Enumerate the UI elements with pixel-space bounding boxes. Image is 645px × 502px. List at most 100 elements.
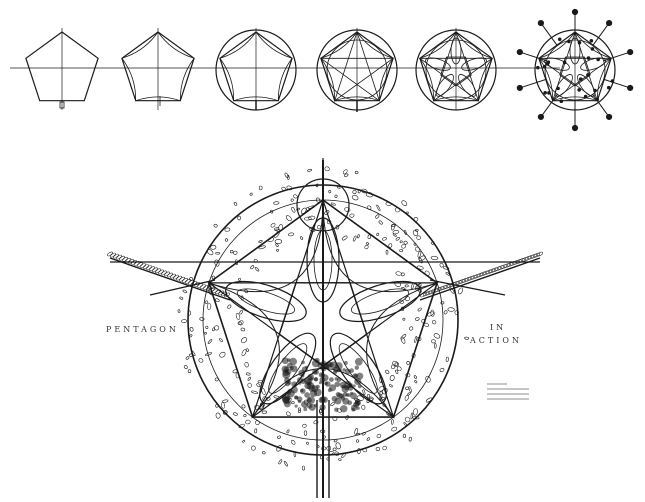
leaf xyxy=(376,205,381,212)
flower-cluster xyxy=(302,366,308,372)
leaf xyxy=(251,390,258,394)
leaf xyxy=(324,166,330,171)
flower-cluster xyxy=(307,396,315,404)
bud xyxy=(628,50,633,55)
leaf xyxy=(190,327,194,332)
leaf-dot xyxy=(563,61,565,63)
flower-cluster xyxy=(350,383,353,386)
leaf xyxy=(413,408,418,415)
leaf xyxy=(240,336,248,343)
flower-cluster xyxy=(314,389,322,397)
leaf xyxy=(225,238,229,242)
leaf xyxy=(414,217,418,221)
leaf-dot xyxy=(584,95,586,97)
leaf xyxy=(304,217,311,220)
leaf xyxy=(405,387,408,390)
leaf xyxy=(262,411,267,414)
flower-cluster xyxy=(307,374,314,381)
leaf xyxy=(219,338,223,342)
leaf xyxy=(327,457,330,460)
flower-cluster xyxy=(329,377,334,382)
flower-cluster xyxy=(300,388,306,394)
leaf xyxy=(207,303,211,309)
leaf xyxy=(185,356,189,360)
leaf xyxy=(250,265,255,270)
leaf xyxy=(259,186,262,190)
flower-cluster xyxy=(358,385,362,389)
leaf xyxy=(219,351,227,358)
flower-cluster xyxy=(301,361,305,365)
leaf xyxy=(302,466,304,470)
leaf xyxy=(361,405,365,410)
leaf xyxy=(241,328,246,332)
leaf xyxy=(275,239,282,243)
bud xyxy=(517,50,522,55)
leaf xyxy=(357,234,360,238)
leaf xyxy=(227,304,232,309)
branch xyxy=(520,79,547,88)
leaf xyxy=(208,339,213,344)
leaf xyxy=(396,271,402,276)
leaf xyxy=(389,384,393,388)
leaf xyxy=(404,416,411,423)
leaf xyxy=(266,397,270,401)
leaf xyxy=(403,318,406,321)
leaf xyxy=(415,246,420,252)
leaf xyxy=(415,317,420,321)
leaf xyxy=(178,309,181,312)
leaf-dot xyxy=(597,58,599,60)
flower-cluster xyxy=(289,358,297,366)
leaf xyxy=(457,287,463,294)
leaf xyxy=(424,270,430,276)
leaf xyxy=(335,195,338,198)
flower-cluster xyxy=(340,405,347,412)
leaf-dot xyxy=(543,66,545,68)
pentagon-label: PENTAGON xyxy=(106,325,179,334)
leaf xyxy=(333,448,336,451)
leaf xyxy=(261,388,266,396)
leaf xyxy=(388,243,392,248)
leaf xyxy=(224,227,230,231)
leaf-dot xyxy=(608,86,610,88)
leaf xyxy=(401,287,405,290)
leaf xyxy=(400,336,406,344)
flower-cluster xyxy=(320,404,326,410)
leaf xyxy=(308,216,315,220)
leaf xyxy=(382,237,387,241)
leaf xyxy=(391,419,393,424)
flower-cluster xyxy=(329,384,336,391)
flower-cluster xyxy=(330,361,338,369)
flower-cluster xyxy=(316,385,320,389)
bud xyxy=(607,114,612,119)
leaf-dot xyxy=(580,78,582,80)
bud xyxy=(607,21,612,26)
flower-cluster xyxy=(355,358,363,366)
leaf xyxy=(414,375,418,379)
leaf xyxy=(356,439,359,442)
leaf xyxy=(273,201,279,204)
leaf xyxy=(355,171,358,174)
leaf xyxy=(417,236,421,240)
construction-stage-5 xyxy=(416,28,496,110)
flower-cluster xyxy=(318,362,325,369)
leaf xyxy=(246,372,251,375)
leaf xyxy=(245,419,251,424)
leaf xyxy=(182,289,187,293)
bud xyxy=(573,126,578,131)
flower-cluster xyxy=(343,392,348,397)
leaf xyxy=(375,214,380,219)
leaf-dot xyxy=(611,80,613,82)
leaf xyxy=(403,434,406,438)
flower-cluster xyxy=(290,365,297,372)
leaf xyxy=(434,343,436,348)
leaf xyxy=(389,375,395,381)
leaf xyxy=(367,205,372,210)
leaf xyxy=(362,432,366,436)
flower-cluster xyxy=(297,377,303,383)
leaf xyxy=(376,434,381,439)
flower-cluster xyxy=(291,381,297,387)
leaf xyxy=(443,266,449,270)
leaf xyxy=(342,235,348,241)
leaf xyxy=(352,190,356,194)
